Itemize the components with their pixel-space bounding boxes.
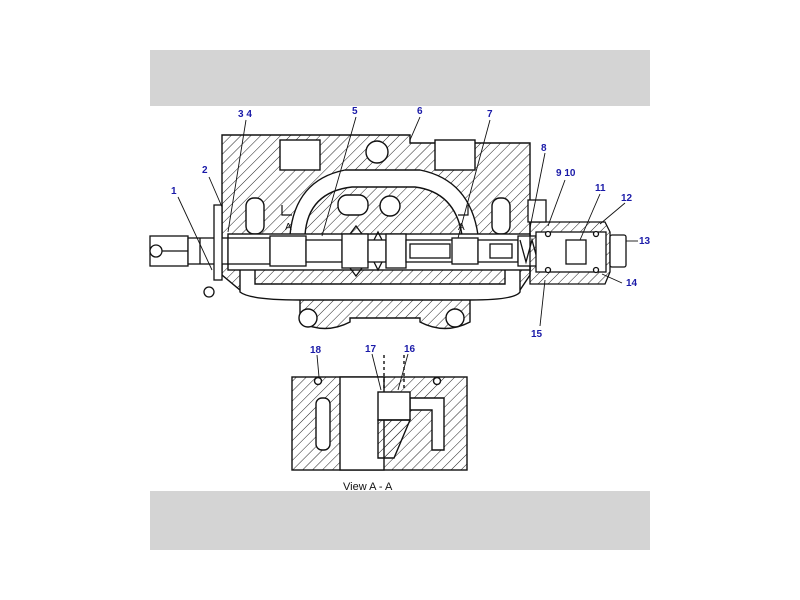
- footer-band: [150, 491, 650, 550]
- callout-14: 14: [626, 278, 638, 289]
- view-aa-detail: [291, 355, 468, 471]
- callout-3-4: 3 4: [238, 109, 252, 120]
- callout-13: 13: [639, 236, 651, 247]
- view-caption: View A - A: [343, 481, 393, 493]
- valve-body: [221, 134, 531, 330]
- left-cover-plate: [203, 204, 223, 298]
- callout-7: 7: [487, 109, 493, 120]
- callout-2: 2: [202, 165, 208, 176]
- callout-11: 11: [595, 183, 606, 194]
- section-mark-right: A: [458, 222, 465, 233]
- callout-16: 16: [404, 344, 416, 355]
- callout-18: 18: [310, 345, 322, 356]
- callout-12: 12: [621, 193, 633, 204]
- end-cap: [527, 199, 627, 285]
- callout-8: 8: [541, 143, 547, 154]
- section-markers: [281, 205, 469, 216]
- callout-5: 5: [352, 106, 358, 117]
- header-band: [150, 50, 650, 106]
- callout-15: 15: [531, 329, 543, 340]
- callout-1: 1: [171, 186, 177, 197]
- callouts: 1 2 3 4 5 6 7 8 9 10 11 12 13 14 15 16 1…: [171, 106, 651, 356]
- callout-9-10: 9 10: [556, 168, 576, 179]
- callout-6: 6: [417, 106, 423, 117]
- section-mark-left: A: [285, 222, 292, 233]
- callout-17: 17: [365, 344, 377, 355]
- leader-lines: [177, 116, 638, 391]
